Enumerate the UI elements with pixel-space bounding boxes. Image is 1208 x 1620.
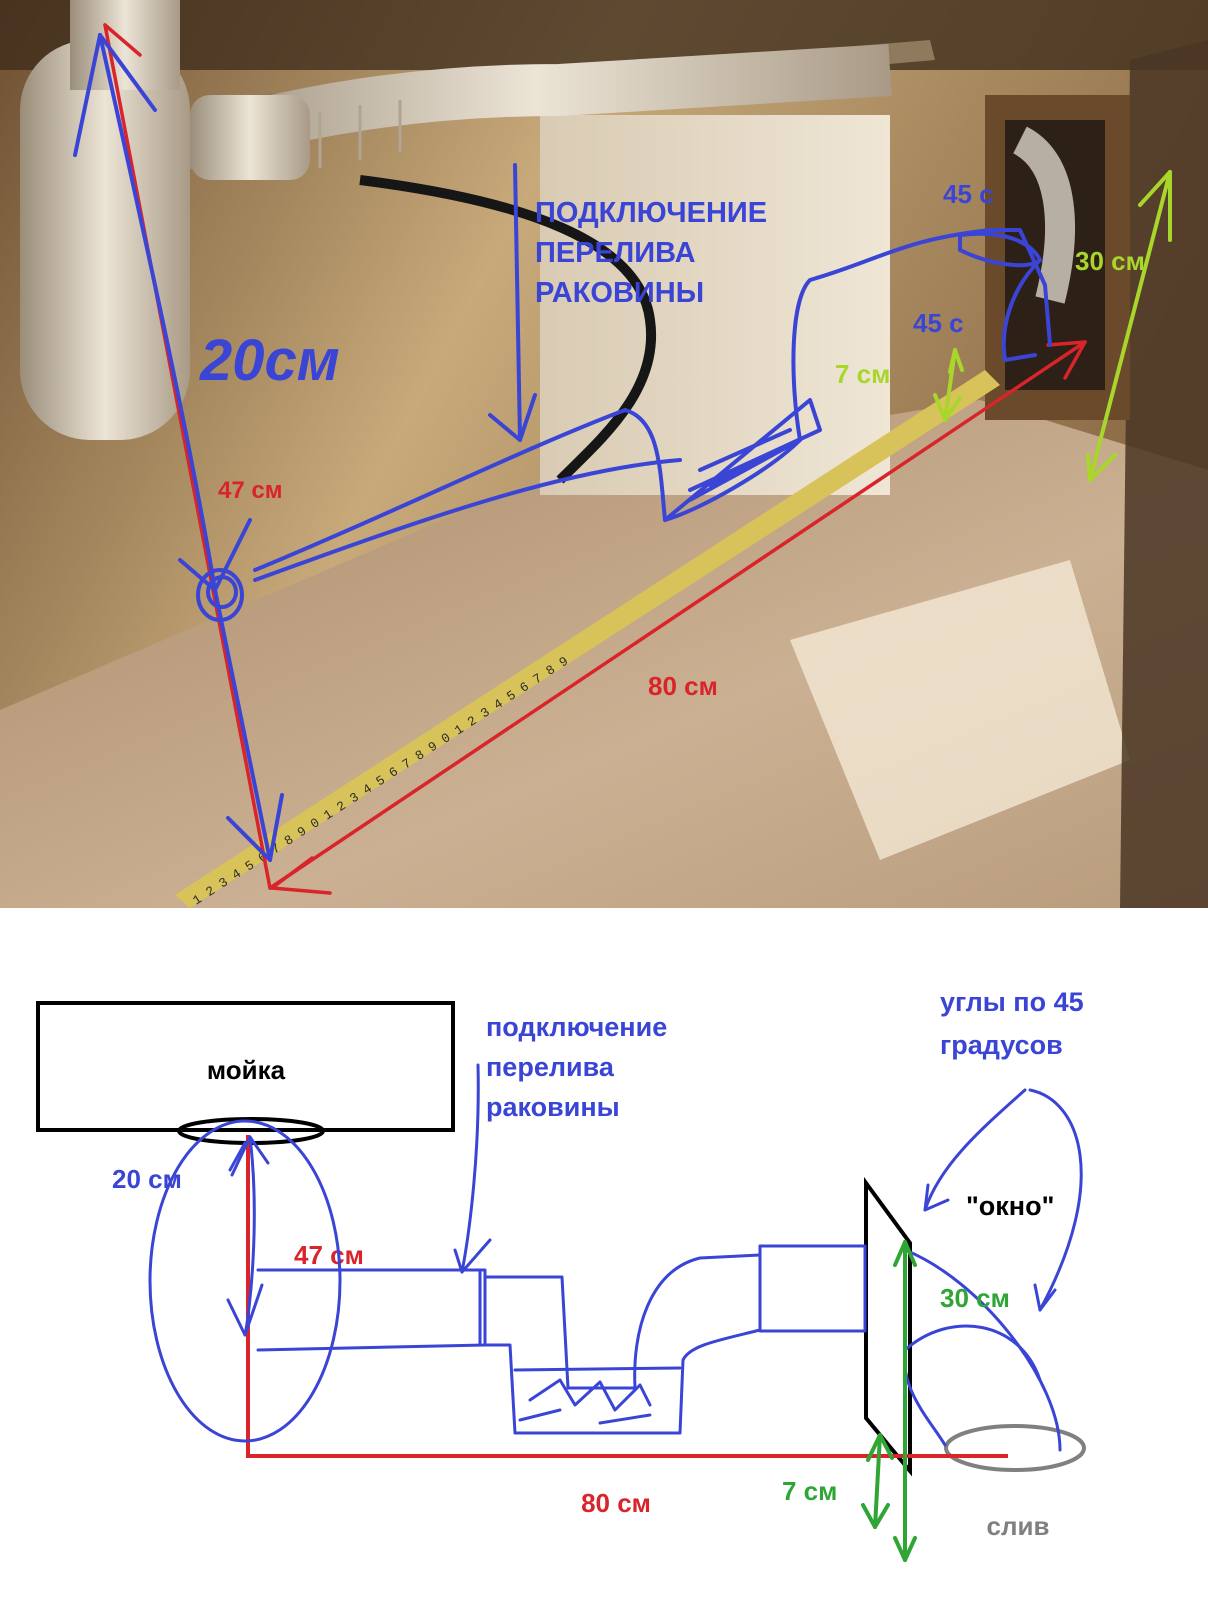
photo-label-45-mid: 45 с bbox=[913, 308, 964, 338]
schema-overflow-line2: перелива bbox=[486, 1052, 615, 1082]
sink-box bbox=[36, 1001, 455, 1132]
window-label: "окно" bbox=[966, 1191, 1054, 1221]
power-cable bbox=[359, 175, 657, 484]
photo-label-7cm: 7 см bbox=[835, 359, 890, 389]
schema-label-80cm: 80 см bbox=[581, 1488, 651, 1518]
schema-label-20cm: 20 см bbox=[112, 1164, 182, 1194]
wall-box bbox=[540, 115, 890, 495]
under-sink-photo: 1 2 3 4 5 6 7 8 9 0 1 2 3 4 5 6 7 8 9 0 … bbox=[0, 0, 1208, 908]
schema-label-47cm: 47 см bbox=[294, 1240, 364, 1270]
schematic-diagram: мойка слив 80 см 47 см bbox=[0, 908, 1208, 1620]
photo-overflow-line1: ПОДКЛЮЧЕНИЕ bbox=[535, 197, 767, 229]
photo-label-45-top: 45 с bbox=[943, 179, 994, 209]
red-measure-lines bbox=[103, 23, 1087, 895]
photo-label-80cm: 80 см bbox=[648, 671, 718, 701]
photo-label-30cm: 30 см bbox=[1075, 246, 1145, 276]
schema-red-lines bbox=[246, 1135, 1008, 1458]
schema-angles-line1: углы по 45 bbox=[940, 987, 1084, 1017]
schema-overflow-line3: раковины bbox=[486, 1092, 620, 1122]
schema-angles-line2: градусов bbox=[940, 1030, 1063, 1060]
schema-overflow-line1: подключение bbox=[486, 1012, 667, 1042]
photo-label-47cm: 47 см bbox=[218, 477, 282, 504]
blue-sketch bbox=[73, 33, 1052, 862]
drain-label: слив bbox=[987, 1511, 1050, 1541]
photo-overflow-line2: ПЕРЕЛИВА bbox=[535, 237, 696, 269]
schema-green-dims bbox=[861, 1240, 917, 1562]
photo-label-20cm: 20см bbox=[199, 328, 340, 393]
lime-dimension bbox=[933, 170, 1172, 482]
sink-label: мойка bbox=[207, 1055, 286, 1085]
window-frame bbox=[864, 1176, 912, 1477]
schema-blue-pipes bbox=[148, 1063, 1083, 1452]
photo-overflow-line3: РАКОВИНЫ bbox=[535, 277, 704, 309]
schema-label-7cm: 7 см bbox=[782, 1476, 837, 1506]
floor-drain-ellipse bbox=[944, 1424, 1086, 1472]
bottle-siphon bbox=[20, 40, 190, 440]
schema-label-30cm: 30 см bbox=[940, 1283, 1010, 1313]
